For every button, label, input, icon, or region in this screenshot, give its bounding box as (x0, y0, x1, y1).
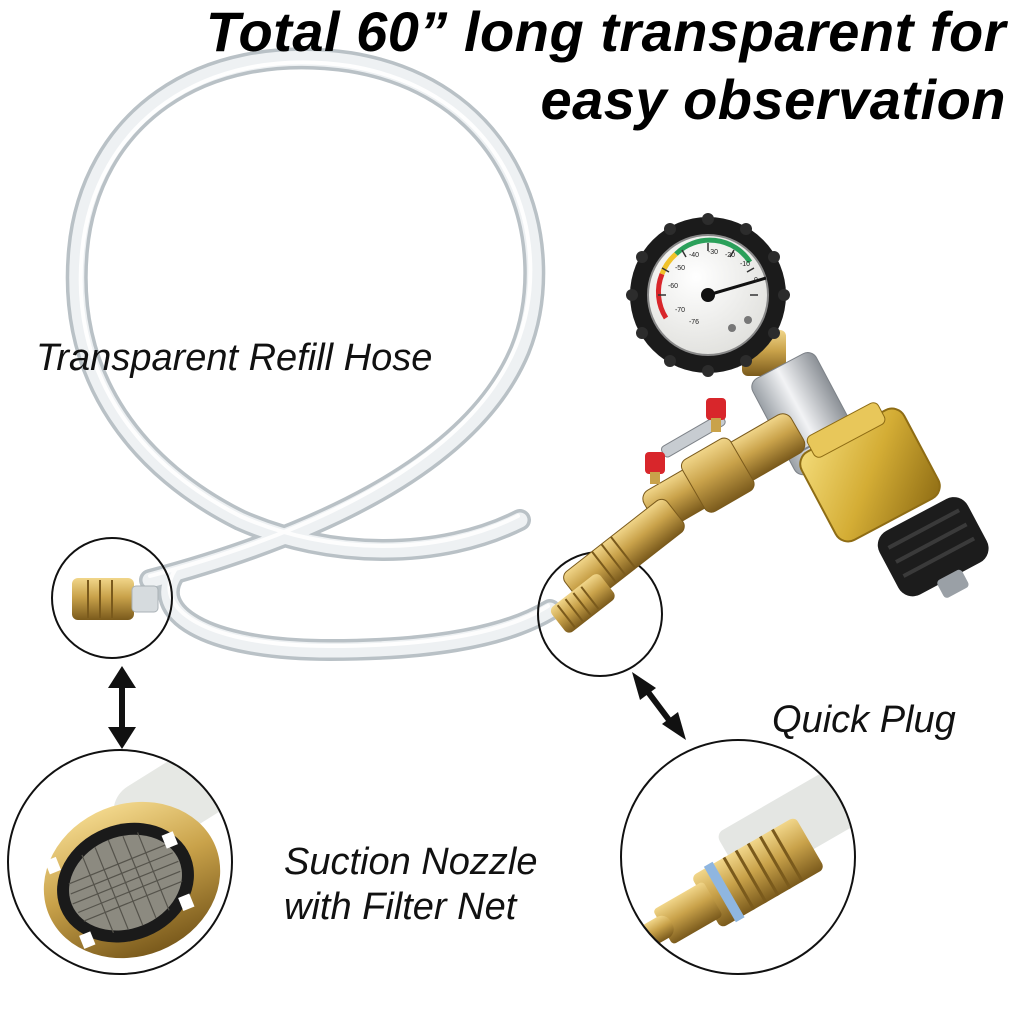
suction-nozzle-detail (7, 749, 233, 975)
gauge-scale-label: 0 (754, 277, 758, 284)
double-arrow-diagonal-icon (632, 672, 686, 740)
valve-cap-right (706, 398, 726, 432)
gauge-scale-label: -20 (725, 252, 735, 259)
nozzle-callout-circle (51, 537, 173, 659)
vacuum-gauge: 0 -10 -20 -30 -40 -50 -60 -70 -76 (626, 213, 790, 377)
gauge-scale-label: -30 (708, 249, 718, 256)
gauge-scale-labels: 0 -10 -20 -30 -40 -50 -60 -70 -76 (668, 249, 758, 326)
quick-plug-detail (620, 739, 856, 975)
headline-line-2: easy observation (540, 68, 1006, 131)
ball-valve (642, 398, 806, 531)
label-suction-nozzle-line-2: with Filter Net (284, 885, 517, 928)
refill-tool-assembly: 0 -10 -20 -30 -40 -50 -60 -70 -76 (550, 213, 989, 633)
gauge-needle (707, 276, 767, 297)
quick-coupler (550, 498, 685, 633)
gauge-scale-label: -10 (740, 261, 750, 268)
label-suction-nozzle-line-1: Suction Nozzle (284, 841, 538, 883)
small-brass-nozzle (72, 578, 159, 620)
gauge-scale-label: -40 (689, 252, 699, 259)
double-arrow-vertical-icon (108, 666, 136, 749)
gauge-scale-label: -60 (668, 283, 678, 290)
headline-line-1: Total 60” long transparent for (205, 0, 1006, 63)
transparent-refill-hose (65, 47, 561, 661)
gauge-scale-label: -76 (689, 319, 699, 326)
gauge-scale-label: -50 (675, 265, 685, 272)
label-quick-plug: Quick Plug (772, 699, 956, 741)
label-suction-nozzle: Suction Nozzle with Filter Net (284, 840, 537, 930)
label-transparent-refill-hose: Transparent Refill Hose (36, 337, 433, 379)
gauge-scale-label: -70 (675, 307, 685, 314)
radiator-adapter (799, 402, 989, 598)
valve-cap-left (645, 452, 665, 484)
